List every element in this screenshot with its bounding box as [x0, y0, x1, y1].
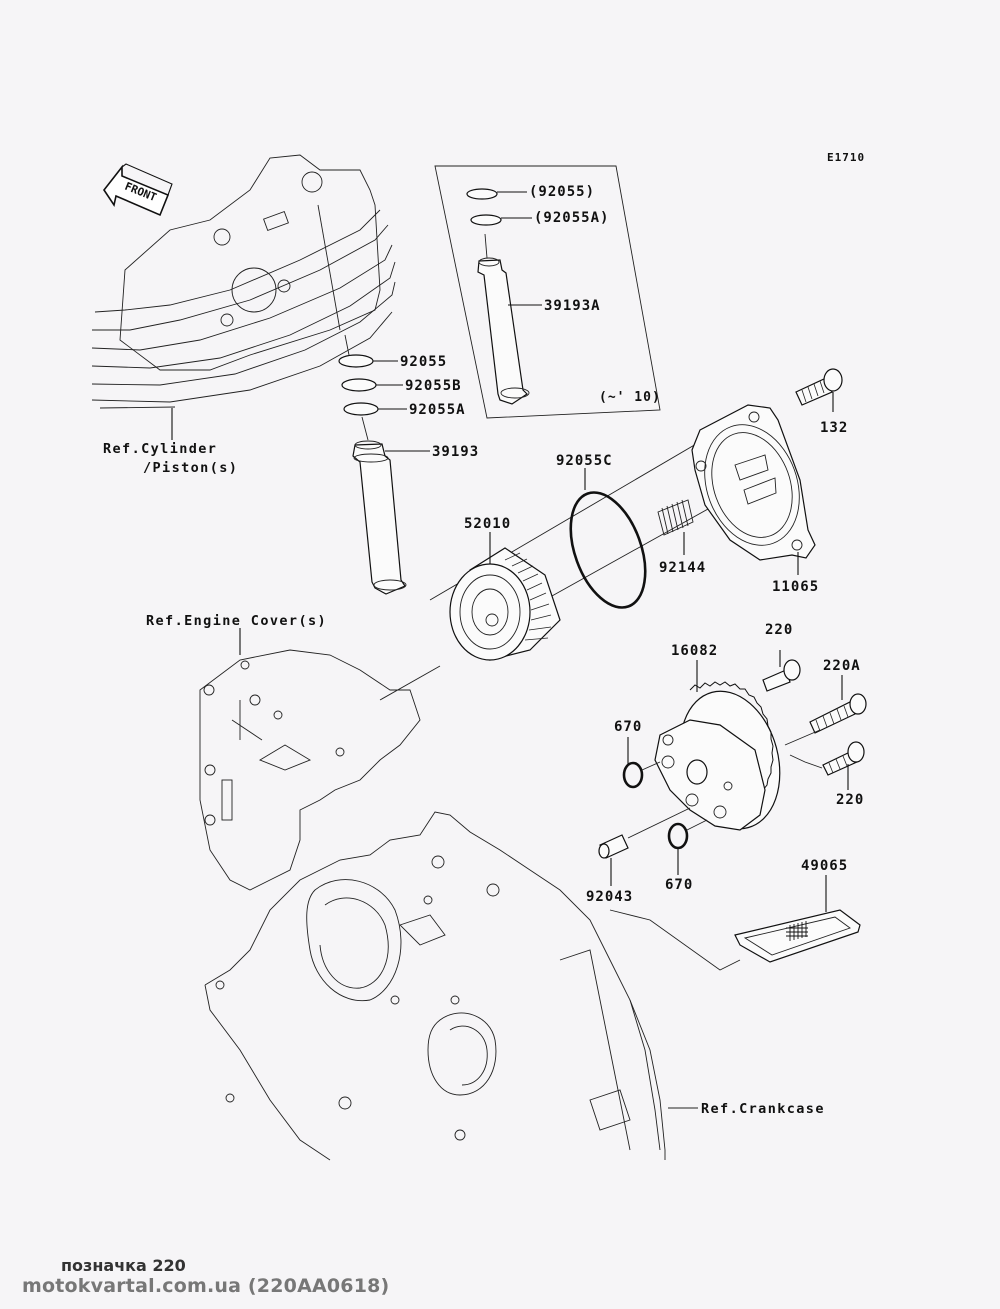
part-label-92055: 92055: [400, 354, 447, 370]
o-ring-670-bottom: [667, 822, 689, 850]
ref-engine-cover-label: Ref.Engine Cover(s): [146, 613, 327, 629]
engine-cover-drawing: [199, 649, 421, 891]
part-label-92055B: 92055B: [405, 378, 462, 394]
part-label-220A: 220A: [823, 658, 861, 674]
crankcase-drawing: [204, 811, 666, 1161]
footer-title: позначка 220: [61, 1256, 186, 1275]
bolt-220A: [809, 693, 867, 734]
filter-cover-11065: [691, 404, 816, 561]
part-label-132: 132: [820, 420, 848, 436]
inset-box-early-models: (92055) (92055A) 39193A (~' 10): [434, 165, 661, 419]
inset-label-39193A: 39193A: [544, 298, 601, 314]
ref-cylinder-label: Ref.Cylinder: [103, 441, 217, 457]
bolt-220-bottom: [822, 741, 865, 776]
part-label-670-top: 670: [614, 719, 642, 735]
part-label-52010: 52010: [464, 516, 511, 532]
spring-92144: [657, 499, 694, 536]
inset-label-92055: (92055): [529, 184, 595, 200]
diagram-code: E1710: [827, 151, 865, 164]
part-label-670-bottom: 670: [665, 877, 693, 893]
cylinder-head-drawing: [91, 154, 396, 409]
part-label-49065: 49065: [801, 858, 848, 874]
dowel-pin-92043: [598, 834, 629, 859]
part-label-16082: 16082: [671, 643, 718, 659]
part-label-92043: 92043: [586, 889, 633, 905]
part-label-11065: 11065: [772, 579, 819, 595]
oil-pipe-39193: [352, 440, 407, 595]
front-arrow-icon: FRONT: [103, 163, 173, 217]
oil-pump-16082: [654, 681, 781, 831]
part-label-92055A: 92055A: [409, 402, 466, 418]
bolt-220-top: [762, 659, 801, 692]
oil-screen-49065: [734, 909, 861, 963]
inset-label-92055A: (92055A): [534, 210, 609, 226]
part-label-92055C: 92055C: [556, 453, 613, 469]
footer-source: motokvartal.com.ua (220AA0618): [22, 1275, 390, 1297]
o-ring-670-top: [622, 761, 644, 789]
part-label-220-top: 220: [765, 622, 793, 638]
ref-piston-label: /Piston(s): [143, 460, 238, 476]
oil-filter-52010: [449, 547, 561, 661]
bolt-132: [795, 368, 843, 406]
ref-crankcase-label: Ref.Crankcase: [701, 1101, 825, 1117]
o-ring-92055C: [569, 491, 647, 609]
part-label-92144: 92144: [659, 560, 706, 576]
inset-note: (~' 10): [599, 390, 661, 405]
part-label-39193: 39193: [432, 444, 479, 460]
part-label-220-bottom: 220: [836, 792, 864, 808]
